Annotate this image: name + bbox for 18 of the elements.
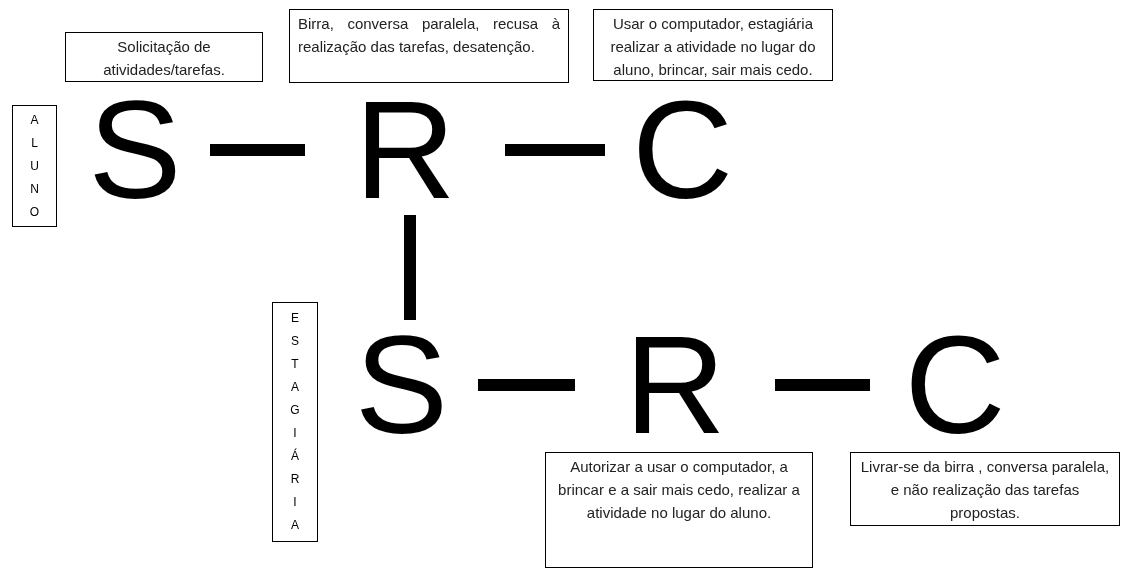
letter-label: S (60, 85, 210, 215)
letter-label: C (605, 85, 760, 215)
connector-line (210, 144, 305, 156)
note-box: Autorizar a usar o computador, a brincar e a sair mais cedo, realizar a atividade no lugar do aluno. (545, 452, 813, 568)
connector-line (505, 144, 605, 156)
connector-line (478, 379, 575, 391)
letter-label: C (870, 320, 1040, 450)
note-box: Usar o computador, estagiária realizar a atividade no lugar do aluno, brincar, sair mais cedo. (593, 9, 833, 81)
connector-line (404, 215, 416, 320)
letter-label: R (575, 320, 775, 450)
connector-line (775, 379, 870, 391)
letter-label: R (305, 85, 505, 215)
letter-label: S (325, 320, 478, 450)
note-box: Birra, conversa paralela, recusa à realização das tarefas, desatenção. (289, 9, 569, 83)
note-box: Solicitação de atividades/tarefas. (65, 32, 263, 82)
vertical-label-box: ALUNO (12, 105, 57, 227)
vertical-label-box: ESTAGIÁRIA (272, 302, 318, 542)
note-box: Livrar-se da birra , conversa paralela, e não realização das tarefas propostas. (850, 452, 1120, 526)
